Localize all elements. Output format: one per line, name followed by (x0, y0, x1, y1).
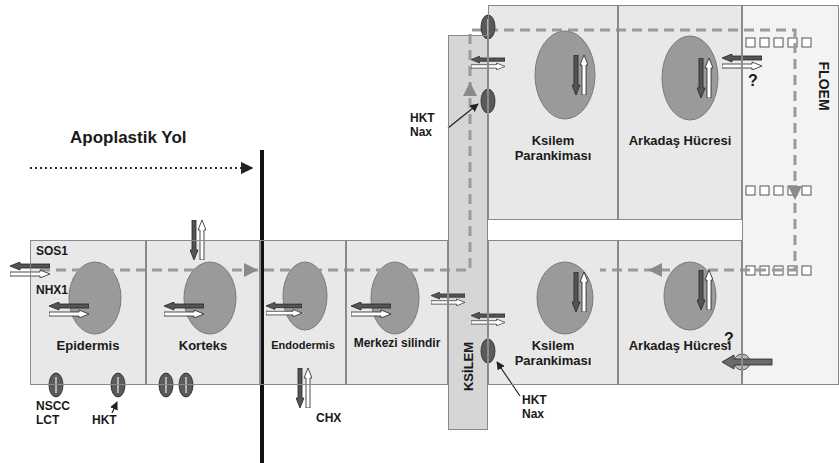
cell-label: Merkezi silindir (351, 337, 443, 351)
vessel-label: KSİLEM (462, 341, 477, 390)
transporter-label: CHX (316, 412, 341, 426)
cell-box: Arkadaş Hücresi (618, 5, 742, 220)
transporter-label: ? (748, 72, 758, 90)
transporter-label: HKT Nax (410, 112, 446, 140)
cell-box: Epidermis (30, 240, 146, 385)
cell-label: Ksilem Parankiması (493, 134, 613, 164)
cell-box: Arkadaş Hücresi (618, 240, 742, 385)
cell-label: Endodermis (265, 339, 341, 352)
transporter-label: SOS1 (36, 245, 68, 259)
cell-label: Ksilem Parankiması (493, 339, 613, 369)
cell-box: FLOEM (742, 5, 839, 385)
cell-label: Arkadaş Hücresi (623, 134, 737, 149)
cell-box: Endodermis (260, 240, 346, 385)
cell-box: Ksilem Parankiması (488, 5, 618, 220)
transporter-label: NSCC LCT (36, 400, 76, 428)
cell-label: Epidermis (35, 339, 141, 354)
transporter-label: NHX1 (36, 284, 68, 298)
transporter-label: HKT Nax (522, 394, 558, 422)
transporter-label: HKT (92, 414, 117, 428)
vessel-label: FLOEM (815, 62, 831, 111)
transporter-label: ? (724, 330, 734, 348)
cell-label: Korteks (151, 339, 255, 354)
cell-box: Ksilem Parankiması (488, 240, 618, 385)
cell-label: Arkadaş Hücresi (623, 339, 737, 354)
cell-box: KSİLEM (448, 35, 488, 430)
route-label: Apoplastik Yol (70, 128, 187, 148)
cell-box: Korteks (146, 240, 260, 385)
cell-box: Merkezi silindir (346, 240, 448, 385)
